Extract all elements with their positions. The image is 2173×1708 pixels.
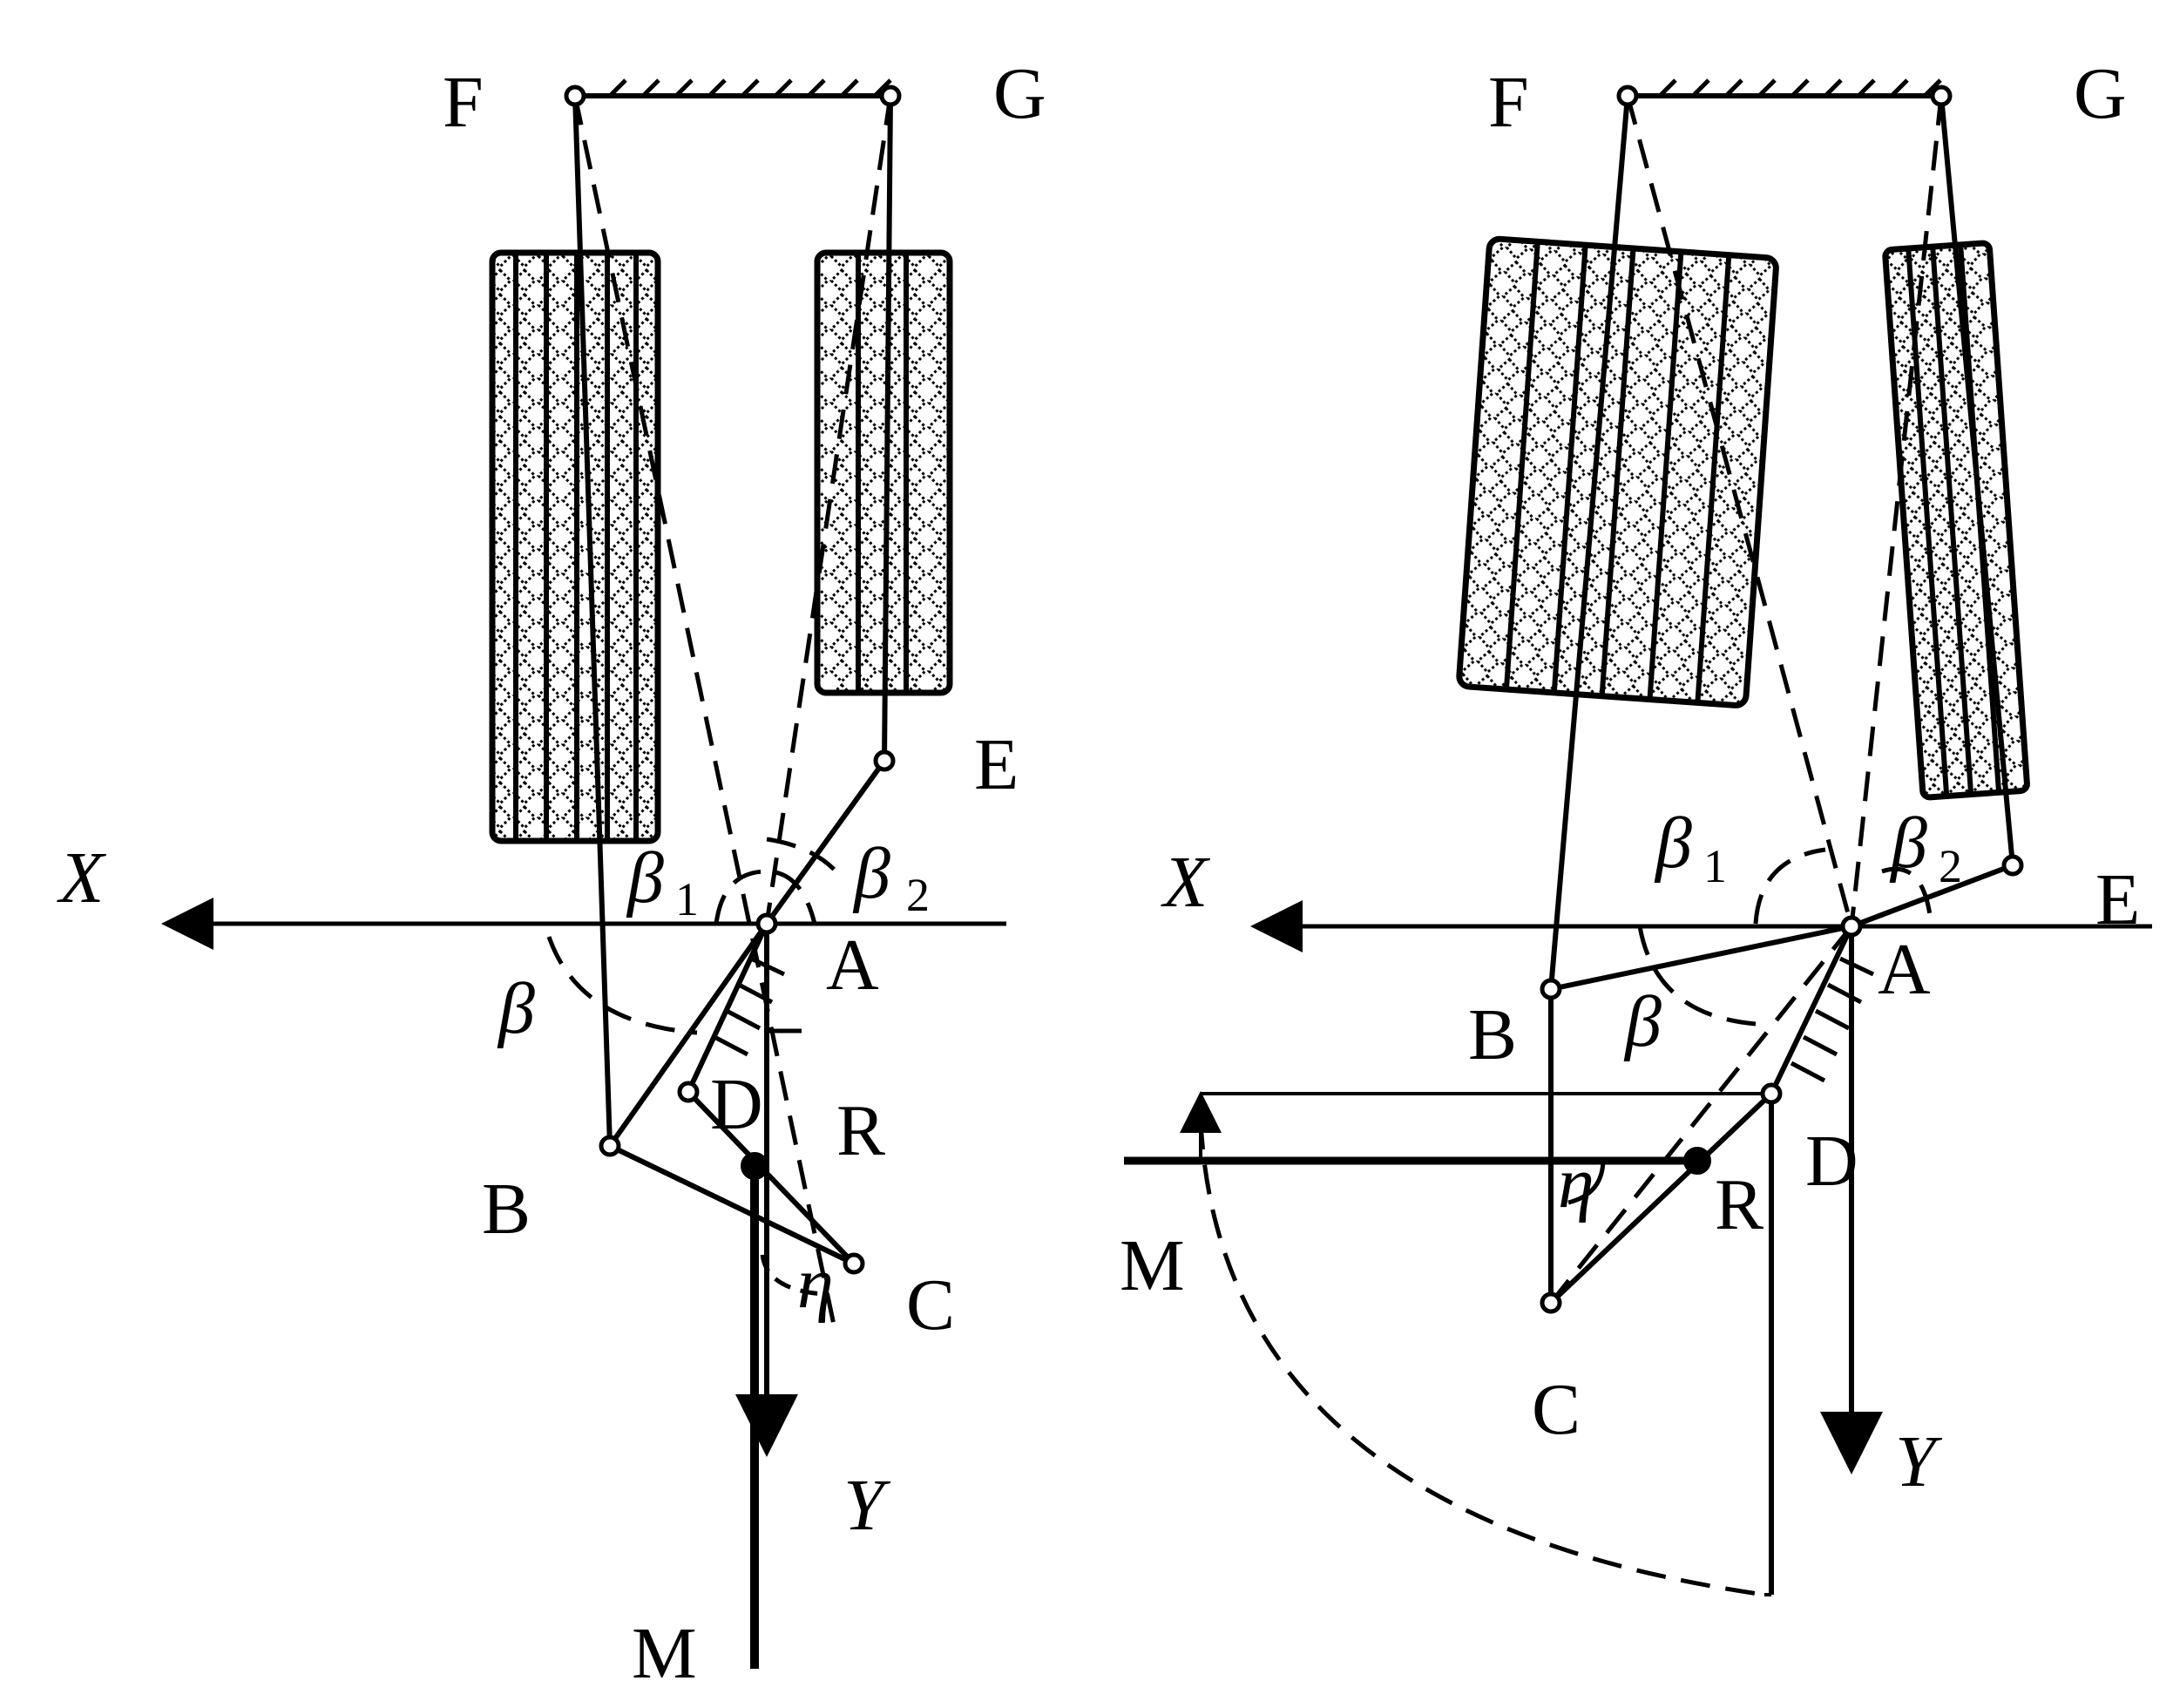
right-angle-beta1-sub: 1 (1703, 840, 1727, 892)
left-ground (575, 78, 892, 98)
left-label-R: R (836, 1090, 885, 1171)
left-link-BC (608, 1143, 856, 1266)
right-labels: F G E A B C D R M X Y β β 1 β 2 η (1120, 53, 2140, 1502)
right-axis-x-label: X (1161, 842, 1211, 923)
left-label-F: F (443, 62, 484, 143)
right-link-FB (1548, 95, 1630, 990)
left-dashed-lines (546, 95, 893, 1330)
right-label-F: F (1488, 62, 1529, 143)
right-dashed-lines (1198, 95, 1944, 1597)
left-joint-R (741, 1152, 768, 1180)
right-link-AB (1550, 924, 1852, 992)
right-axis-y-label: Y (1895, 1421, 1943, 1502)
right-angle-beta2-sub: 2 (1939, 840, 1962, 892)
left-link-AB (607, 922, 769, 1148)
right-label-E: E (2095, 859, 2140, 940)
left-label-E: E (974, 724, 1019, 805)
left-link-FB (572, 95, 613, 1147)
right-label-A: A (1878, 929, 1931, 1010)
left-label-C: C (906, 1264, 955, 1345)
right-link-GE (1939, 95, 2015, 866)
left-joints (564, 85, 902, 1275)
right-joints (1540, 85, 2024, 1314)
left-link-DC (686, 1089, 856, 1266)
right-link-AD (1769, 925, 1854, 1095)
right-ground (1628, 78, 1942, 98)
right-diagram (1124, 78, 2152, 1597)
left-diagram (161, 78, 1006, 1669)
left-label-A: A (826, 925, 879, 1006)
left-angle-beta: β (497, 968, 535, 1049)
left-label-B: B (482, 1169, 531, 1250)
right-label-D: D (1805, 1121, 1858, 1202)
left-seat-cushion (489, 249, 661, 844)
left-axis-y-label: Y (843, 1465, 891, 1546)
left-angle-beta2-sub: 2 (906, 869, 930, 921)
left-angle-beta1: β (626, 837, 664, 918)
left-label-M: M (632, 1613, 697, 1694)
left-angle-beta1-sub: 1 (675, 873, 699, 925)
right-angle-beta: β (1623, 981, 1662, 1062)
left-label-G: G (993, 53, 1046, 134)
right-angle-eta: η (1558, 1142, 1594, 1223)
right-joint-R (1683, 1147, 1711, 1175)
right-label-M: M (1120, 1225, 1185, 1306)
left-seat-back (814, 249, 953, 696)
left-labels: F G E A B C D R M X Y β β 1 β 2 η (57, 53, 1046, 1694)
left-link-GE (882, 95, 893, 762)
right-link-CD (1548, 1091, 1774, 1305)
left-angle-beta2: β (852, 833, 890, 914)
left-link-EA (764, 759, 887, 925)
right-link-EA (1850, 863, 2014, 929)
left-angle-eta: η (797, 1243, 834, 1324)
right-label-R: R (1715, 1164, 1763, 1245)
right-label-C: C (1532, 1369, 1581, 1450)
right-hatching (1790, 956, 1875, 1083)
right-label-B: B (1468, 994, 1517, 1075)
left-axis-x-label: X (57, 837, 107, 918)
right-angle-beta1: β (1654, 803, 1692, 884)
right-seat-cushion (1456, 235, 1779, 708)
right-angle-beta2: β (1889, 803, 1927, 884)
right-seat-back (1882, 240, 2030, 801)
right-label-G: G (2074, 53, 2127, 134)
left-label-D: D (710, 1064, 763, 1145)
